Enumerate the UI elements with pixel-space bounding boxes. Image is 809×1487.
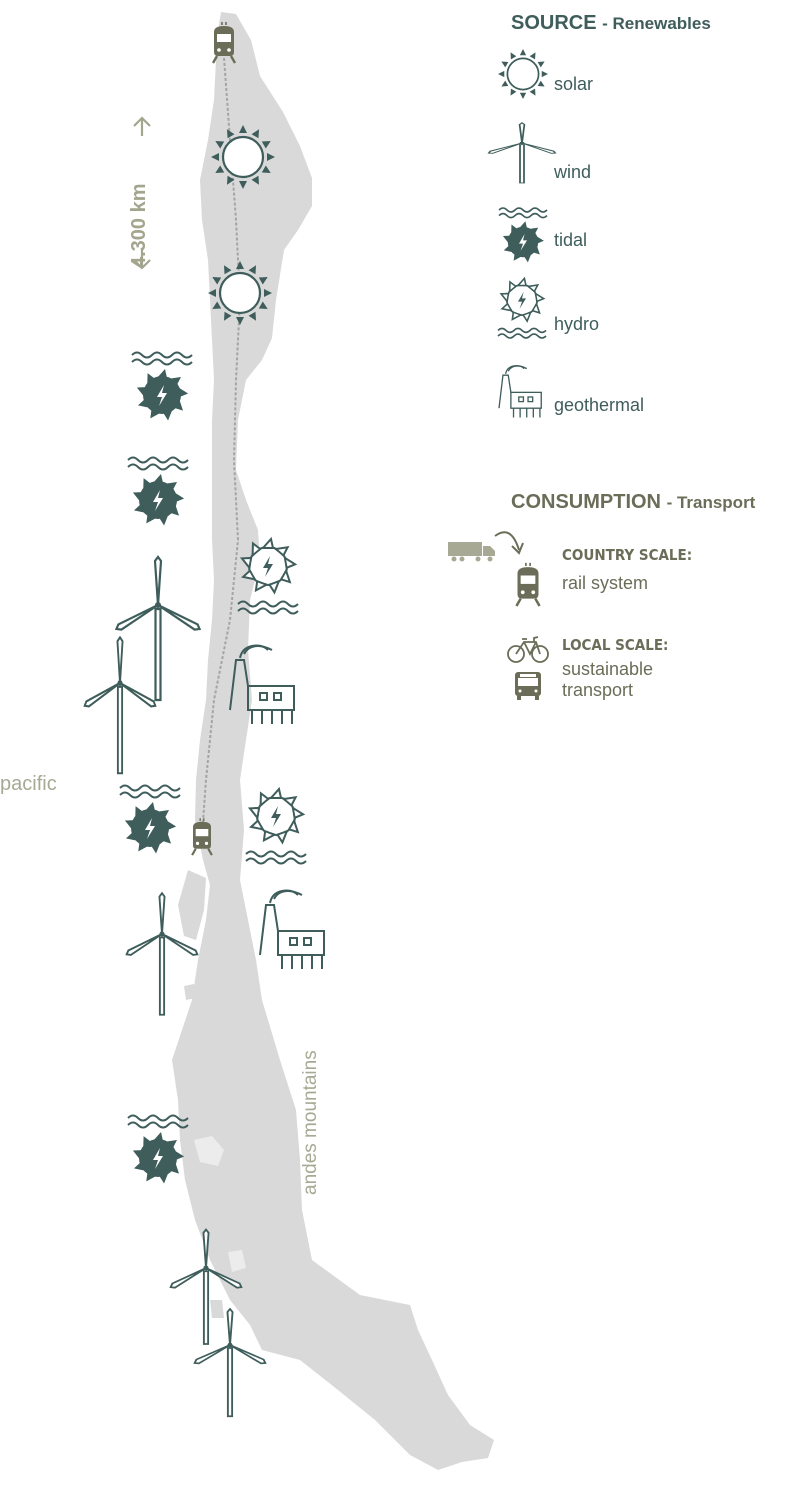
- distance-label: 4.300 km: [128, 183, 150, 268]
- legend-label-wind: wind: [554, 162, 592, 182]
- wind-turbine-icon: [113, 555, 203, 702]
- source-title: SOURCE - Renewables: [511, 12, 711, 34]
- curved-arrow-icon: [494, 531, 524, 555]
- hydro-turbine-icon: [498, 278, 546, 338]
- country-scale-heading: COUNTRY SCALE:: [562, 546, 693, 564]
- bicycle-icon: [507, 636, 549, 663]
- hydro-turbine-icon: [246, 789, 306, 864]
- tidal-turbine-icon: [128, 1116, 188, 1185]
- geothermal-plant-icon: [259, 889, 325, 970]
- sun-icon: [497, 48, 549, 100]
- local-scale-text-line2: transport: [562, 680, 634, 700]
- tidal-turbine-icon: [128, 458, 188, 527]
- geothermal-plant-icon: [498, 364, 542, 419]
- wind-turbine-icon: [82, 636, 158, 775]
- tidal-turbine-icon: [499, 208, 547, 263]
- tidal-turbine-icon: [120, 786, 180, 855]
- legend-label-solar: solar: [554, 74, 594, 94]
- mountain-label: andes mountains: [300, 1050, 321, 1195]
- legend-label-hydro: hydro: [554, 314, 600, 334]
- source-subtitle: - Renewables: [602, 14, 711, 33]
- country-scale-text: rail system: [562, 573, 649, 593]
- legend-label-geothermal: geothermal: [554, 395, 645, 415]
- consumption-title: CONSUMPTION - Transport: [511, 491, 756, 513]
- local-scale-heading: LOCAL SCALE:: [562, 636, 669, 654]
- local-scale-text-line1: sustainable: [562, 659, 654, 679]
- rail-line: [201, 57, 242, 837]
- distance-arrows: [133, 116, 151, 270]
- land-mass: [172, 12, 494, 1470]
- ocean-label: pacific: [0, 773, 57, 795]
- consumption-subtitle: - Transport: [666, 493, 756, 512]
- rail-system-icon: [515, 561, 541, 608]
- wind-turbine-icon: [486, 121, 558, 184]
- bus-icon: [515, 672, 541, 700]
- truck-icon: [448, 542, 495, 562]
- tidal-turbine-icon: [132, 353, 192, 422]
- legend-label-tidal: tidal: [554, 230, 588, 250]
